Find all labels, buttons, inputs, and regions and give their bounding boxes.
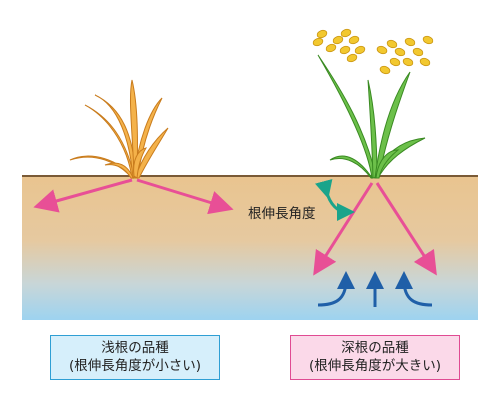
deep-variety-title: 深根の品種 bbox=[341, 340, 409, 356]
upward-arrow-icon-right bbox=[395, 271, 433, 307]
deep-root-right-arrow bbox=[375, 182, 437, 276]
deep-root-left-arrow bbox=[313, 182, 374, 276]
root-angle-label: 根伸長角度 bbox=[248, 206, 316, 222]
soil-area bbox=[22, 176, 478, 320]
shallow-variety-box: 浅根の品種 (根伸長角度が小さい) bbox=[50, 335, 220, 380]
shallow-rooted-plant bbox=[69, 79, 169, 180]
shallow-root-right-arrow bbox=[136, 178, 234, 215]
deep-rooted-plant bbox=[312, 28, 434, 179]
shallow-variety-title: 浅根の品種 bbox=[101, 340, 169, 356]
deep-variety-box: 深根の品種 (根伸長角度が大きい) bbox=[290, 335, 460, 380]
curved-double-arrow-icon bbox=[314, 178, 355, 221]
upward-arrow-icon-left bbox=[317, 271, 355, 307]
shallow-root-left-arrow bbox=[33, 178, 133, 213]
shallow-variety-subtitle: (根伸長角度が小さい) bbox=[68, 358, 202, 374]
deep-variety-subtitle: (根伸長角度が大きい) bbox=[308, 358, 442, 374]
